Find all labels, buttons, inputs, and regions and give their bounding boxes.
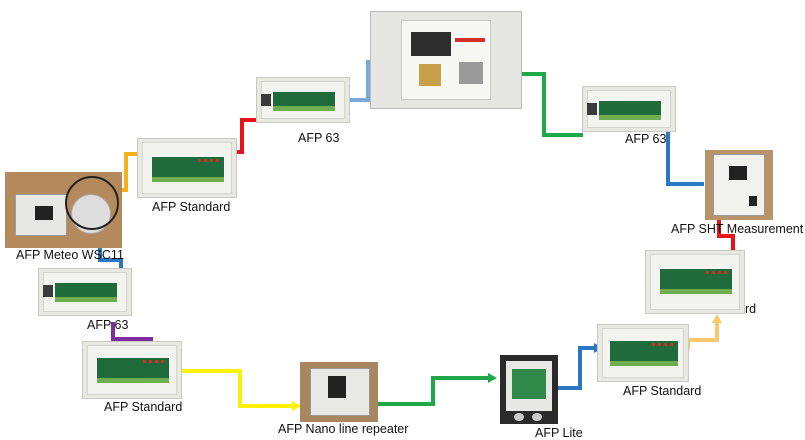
afp-meteo-label: AFP Meteo WSC11	[16, 248, 124, 262]
afp-standard-bottom-left-unit	[82, 341, 182, 399]
arrowhead	[488, 373, 497, 383]
wire-controller-afp63-right	[514, 72, 583, 137]
afp-lite-label: AFP Lite	[535, 426, 583, 440]
arrowhead	[292, 401, 301, 411]
afp63-top-unit	[256, 77, 350, 123]
controller-cabinet	[370, 11, 522, 109]
afp-standard-right-unit	[645, 250, 745, 314]
afp-standard-top-label: AFP Standard	[152, 200, 231, 214]
wire-lite-nano	[378, 376, 489, 406]
wire-standard-br-lite	[557, 346, 596, 390]
afp-standard-top-unit	[137, 138, 237, 198]
afp-meteo-unit	[5, 172, 122, 248]
afp-lite-unit	[500, 355, 558, 424]
wire-meteo-standard-top	[120, 152, 140, 192]
afp63-left-unit	[38, 268, 132, 316]
afp63-left-label: AFP 63	[87, 318, 129, 332]
afp-nano-label: AFP Nano line repeater	[278, 422, 409, 436]
afp63-right-unit	[582, 86, 676, 132]
afp63-right-label: AFP 63	[625, 132, 667, 146]
afp63-top-label: AFP 63	[298, 131, 340, 145]
wire-standard-right-standard-br	[686, 321, 719, 350]
afp-standard-right-label: rd	[745, 302, 757, 316]
afp-standard-bottom-right-label: AFP Standard	[623, 384, 702, 398]
afp-standard-bottom-left-label: AFP Standard	[104, 400, 183, 414]
afp-nano-unit	[300, 362, 378, 422]
afp-sht-label: AFP SHT Measurement	[671, 222, 804, 236]
afp-standard-bottom-right-unit	[597, 324, 689, 382]
arrowhead	[712, 314, 722, 323]
afp-sht-unit	[705, 150, 773, 220]
wire-nano-standard-bl	[182, 369, 293, 408]
